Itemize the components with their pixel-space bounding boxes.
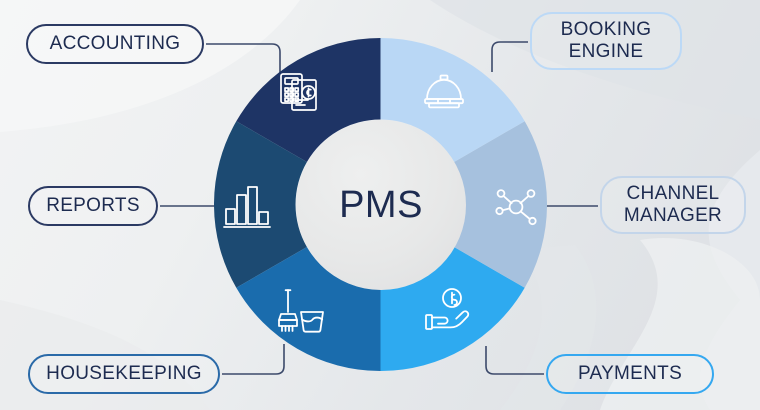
calculator-invoice-dollar-icon xyxy=(272,64,330,122)
hand-holding-dollar-icon xyxy=(420,282,478,340)
broom-bucket-icon xyxy=(271,282,329,340)
label-pill-booking-engine[interactable]: BOOKING ENGINE xyxy=(530,12,682,70)
wheel-hub: PMS xyxy=(296,120,466,290)
wheel-segment-channel-manager xyxy=(454,121,547,288)
label-text-payments: PAYMENTS xyxy=(577,363,683,384)
module-wheel xyxy=(214,38,547,371)
label-pill-channel-manager[interactable]: CHANNEL MANAGER xyxy=(600,176,746,234)
label-text-booking-engine: BOOKING ENGINE xyxy=(560,19,652,62)
wheel-segment-booking-engine xyxy=(380,38,525,162)
network-nodes-icon xyxy=(487,178,545,236)
label-pill-housekeeping[interactable]: HOUSEKEEPING xyxy=(28,354,220,394)
label-pill-accounting[interactable]: ACCOUNTING xyxy=(26,24,204,64)
bar-chart-icon xyxy=(218,178,276,236)
wheel-segment-payments xyxy=(380,247,525,371)
wheel-segment-housekeeping xyxy=(236,247,381,371)
label-text-reports: REPORTS xyxy=(46,195,140,216)
label-text-channel-manager: CHANNEL MANAGER xyxy=(623,183,723,226)
wheel-segment-reports xyxy=(214,121,307,288)
service-bell-icon xyxy=(415,64,473,122)
label-pill-payments[interactable]: PAYMENTS xyxy=(546,354,714,394)
label-text-accounting: ACCOUNTING xyxy=(49,33,181,54)
label-text-housekeeping: HOUSEKEEPING xyxy=(46,363,202,384)
hub-label: PMS xyxy=(339,183,423,226)
label-pill-reports[interactable]: REPORTS xyxy=(28,186,158,226)
